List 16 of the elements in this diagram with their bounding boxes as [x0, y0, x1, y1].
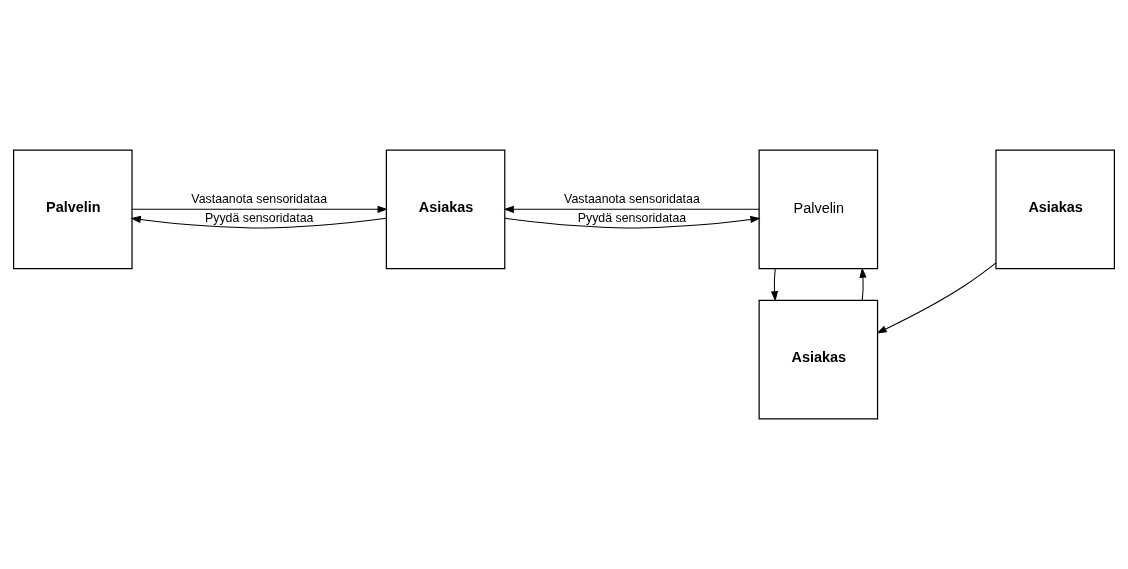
- arrow: [131, 205, 388, 213]
- arrow: [876, 262, 997, 334]
- edge-label: Vastaanota sensoridataa: [191, 191, 328, 206]
- node-box: Palvelin: [758, 149, 879, 270]
- edge-label: Pyydä sensoridataa: [204, 211, 314, 226]
- node-box: Asiakas: [758, 299, 879, 420]
- arrow: [130, 215, 387, 229]
- edge-label: Pyydä sensoridataa: [577, 211, 687, 226]
- arrow: [859, 267, 867, 301]
- node-box: Palvelin: [13, 149, 133, 270]
- edge-label: Vastaanota sensoridataa: [564, 191, 700, 206]
- arrow: [503, 205, 760, 213]
- arrow: [504, 215, 761, 229]
- node-box: Asiakas: [995, 149, 1115, 270]
- arrow: [770, 268, 779, 302]
- node-box: Asiakas: [385, 149, 506, 270]
